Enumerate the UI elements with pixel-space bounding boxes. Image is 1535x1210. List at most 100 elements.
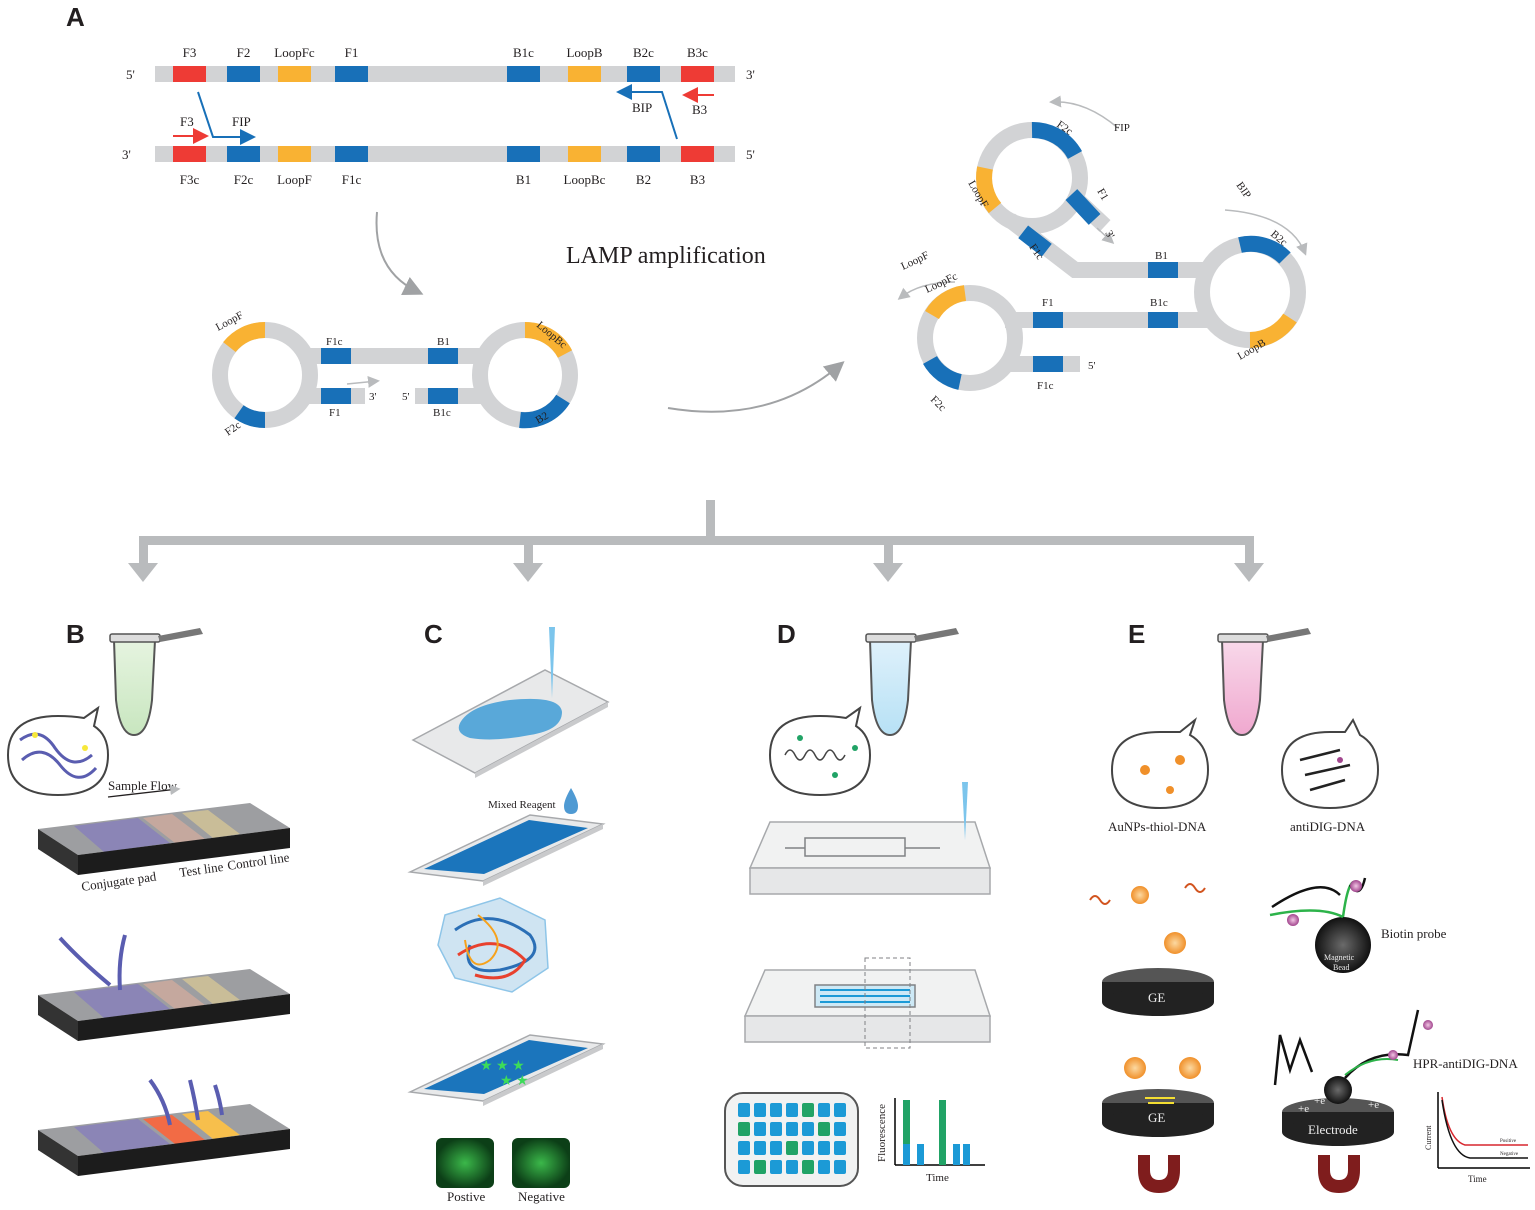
top-region-label: B2c — [633, 45, 654, 60]
microwell — [802, 1103, 814, 1117]
b3-primer-label: B3 — [692, 102, 707, 117]
microwell — [738, 1160, 750, 1174]
bip-primer-label: BIP — [632, 100, 652, 115]
f3-primer-label: F3 — [180, 114, 194, 129]
microwell — [754, 1122, 766, 1136]
fluorescence-chart: Fluorescence Time — [876, 1098, 985, 1184]
zoomed-dna-network — [437, 897, 549, 993]
microwell — [770, 1160, 782, 1174]
test-line-label: Test line — [178, 859, 224, 880]
microwell — [818, 1160, 830, 1174]
positive-well-image — [436, 1138, 494, 1188]
top-region-f3 — [173, 66, 206, 82]
fip-primer-label: FIP — [232, 114, 251, 129]
product-f2c-bottom-label: F2c — [928, 394, 948, 414]
top-region-label: F3 — [183, 45, 197, 60]
svg-text:★ ★ ★: ★ ★ ★ — [480, 1059, 525, 1074]
bottom-region-b1 — [507, 146, 540, 162]
svg-text:★ ★: ★ ★ — [500, 1074, 529, 1089]
top-region-label: F2 — [237, 45, 251, 60]
bottom-region-loopbc — [568, 146, 601, 162]
magnet-icon-1 — [1138, 1155, 1180, 1193]
lateral-flow-strip-2 — [38, 934, 290, 1041]
microwell — [738, 1122, 750, 1136]
dumbbell-b1c-label: B1c — [433, 407, 451, 419]
panel-e-label: E — [1128, 619, 1145, 649]
bottom-region-label: LoopBc — [564, 172, 606, 187]
branch-connector — [128, 500, 1264, 582]
lamp-amplification-title: LAMP amplification — [566, 243, 766, 269]
curved-arrow-right — [667, 361, 845, 413]
microwell — [802, 1141, 814, 1155]
tube-d-icon — [865, 628, 959, 737]
dumbbell-b1-label: B1 — [437, 336, 450, 348]
magnet-icon-2 — [1318, 1155, 1360, 1193]
panel-b-label: B — [66, 619, 85, 649]
microwell — [786, 1103, 798, 1117]
tube-e-icon — [1217, 628, 1311, 737]
microwell — [834, 1160, 846, 1174]
microwell — [770, 1141, 782, 1155]
bottom-region-label: B3 — [690, 172, 705, 187]
dumbbell-b2-label: B2 — [534, 410, 551, 427]
fluorescence-axis-label: Fluorescence — [876, 1104, 888, 1162]
gold-electrode-1 — [1089, 883, 1214, 1016]
microwell — [770, 1122, 782, 1136]
top-region-b1c — [507, 66, 540, 82]
lamp-product-structure: F2c FIP LoopF F1 3' F1c B1 BIP B2c LoopF… — [897, 95, 1308, 414]
time-axis-label-d: Time — [926, 1172, 949, 1184]
antidig-dna-label: antiDIG-DNA — [1290, 819, 1366, 834]
microfluidic-chip-1 — [748, 782, 992, 895]
end-label-bottom-left: 3' — [122, 147, 131, 162]
microwell — [802, 1160, 814, 1174]
well-array-zoom — [724, 1092, 859, 1187]
top-region-b2c — [627, 66, 660, 82]
tube-b-icon — [109, 628, 203, 737]
microwell — [754, 1141, 766, 1155]
dumbbell-f2c-label: F2c — [223, 419, 243, 438]
hpr-antidig-dna-label: HPR-antiDIG-DNA — [1413, 1056, 1518, 1071]
sample-flow-arrow — [107, 784, 181, 798]
charge-label-1: +e — [1298, 1103, 1309, 1115]
bottom-region-label: B1 — [516, 172, 531, 187]
speech-bubble-aunps — [1110, 717, 1210, 810]
panel-c-label: C — [424, 619, 443, 649]
end-label-top-right: 3' — [746, 67, 755, 82]
speech-bubble-antidig — [1280, 717, 1380, 810]
top-region-label: F1 — [345, 45, 359, 60]
panel-d-label: D — [777, 619, 796, 649]
end-label-top-left: 5' — [126, 67, 135, 82]
microwell — [754, 1160, 766, 1174]
bottom-region-b3 — [681, 146, 714, 162]
positive-curve-label: Positive — [1500, 1139, 1517, 1144]
top-region-label: B1c — [513, 45, 534, 60]
microwell — [834, 1103, 846, 1117]
top-region-label: B3c — [687, 45, 708, 60]
electrode-3 — [1273, 1009, 1433, 1146]
current-axis-label: Current — [1424, 1125, 1433, 1150]
bottom-region-label: B2 — [636, 172, 651, 187]
dumbbell-structure: LoopF F2c F1c B1 F1 3' 5' B1c LoopBc B2 — [212, 309, 578, 438]
aunps-thiol-dna-label: AuNPs-thiol-DNA — [1108, 819, 1207, 834]
fip-primer-arrow — [197, 91, 256, 145]
microwell — [818, 1141, 830, 1155]
charge-label-3: +e — [1368, 1099, 1379, 1111]
bottom-region-f3c — [173, 146, 206, 162]
bottom-region-label: F2c — [234, 172, 254, 187]
product-loopf-label: LoopF — [899, 249, 931, 272]
microwell — [834, 1141, 846, 1155]
bottom-region-label: F3c — [180, 172, 200, 187]
dumbbell-5prime: 5' — [402, 391, 410, 403]
bottom-region-label: LoopF — [277, 172, 312, 187]
slide-with-pipette — [411, 627, 610, 778]
product-5prime: 5' — [1088, 360, 1096, 372]
product-fip-label: FIP — [1114, 122, 1130, 134]
product-f1c-bottom-label: F1c — [1037, 380, 1054, 392]
top-region-f2 — [227, 66, 260, 82]
negative-label: Negative — [518, 1189, 565, 1204]
bottom-region-loopf — [278, 146, 311, 162]
microwell — [770, 1103, 782, 1117]
biotin-probe-label: Biotin probe — [1381, 926, 1447, 941]
mixed-reagent-label: Mixed Reagent — [488, 799, 556, 811]
product-b1c-label: B1c — [1150, 297, 1168, 309]
